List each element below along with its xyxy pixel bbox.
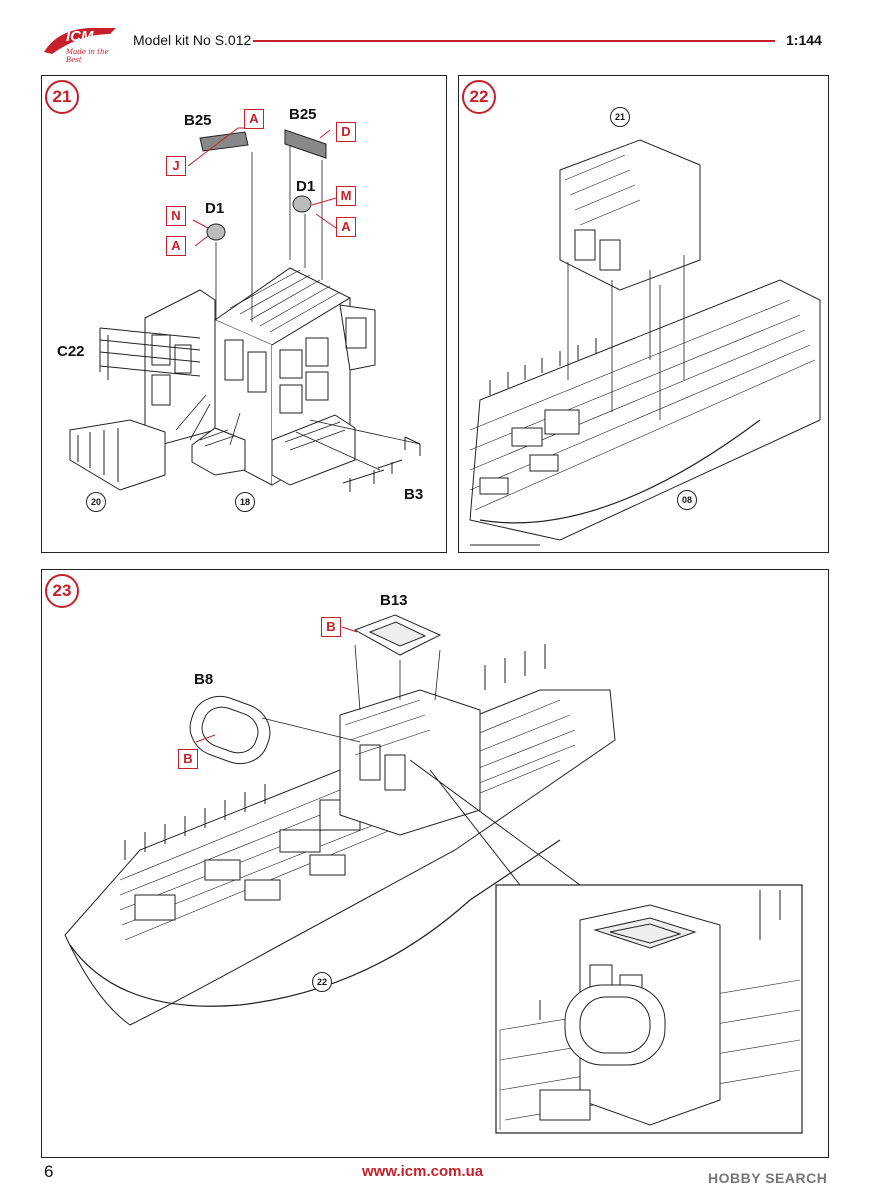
watermark: HOBBY SEARCH: [708, 1170, 828, 1186]
icm-logo: ICM Made in the Best: [40, 22, 120, 64]
wheelhouse-assembly-drawing: [69, 127, 421, 492]
sprue-tag-m: M: [336, 186, 356, 206]
full-ship-drawing-23: [64, 614, 616, 1026]
sprue-tag-n: N: [166, 206, 186, 226]
sprue-tag-j: J: [166, 156, 186, 176]
ref-step-08: 08: [677, 490, 697, 510]
sprue-tag-a-2: A: [166, 236, 186, 256]
model-kit-title: Model kit No S.012: [133, 32, 252, 48]
part-label-c22: C22: [57, 343, 85, 360]
sprue-tag-b-hatch: B: [321, 617, 341, 637]
step-number-21: 21: [45, 80, 79, 114]
scale-label: 1:144: [786, 32, 822, 48]
part-label-d1-right: D1: [296, 178, 316, 195]
brand-tagline: Made in the Best: [66, 48, 109, 64]
step-number-23: 23: [45, 574, 79, 608]
brand-text: ICM: [66, 28, 94, 45]
part-label-b25-left: B25: [184, 112, 212, 129]
header-divider: [253, 40, 775, 42]
sprue-tag-a: A: [244, 109, 264, 129]
part-label-b13: B13: [380, 592, 408, 609]
ref-step-20: 20: [86, 492, 106, 512]
ref-step-21: 21: [610, 107, 630, 127]
sprue-tag-a-3: A: [336, 217, 356, 237]
page-number: 6: [44, 1162, 54, 1181]
hull-deck-drawing-22: [469, 139, 821, 546]
icm-logo-mark: [44, 27, 116, 54]
part-label-d1-left: D1: [205, 200, 225, 217]
ref-step-22: 22: [312, 972, 332, 992]
part-label-b8: B8: [194, 671, 214, 688]
part-label-b25-right: B25: [289, 106, 317, 123]
part-label-b3: B3: [404, 486, 424, 503]
detail-inset-drawing: [495, 884, 803, 1134]
step-number-22: 22: [462, 80, 496, 114]
sprue-tag-b-lifebuoy: B: [178, 749, 198, 769]
ref-step-18: 18: [235, 492, 255, 512]
website-url: www.icm.com.ua: [362, 1163, 484, 1180]
sprue-tag-d: D: [336, 122, 356, 142]
